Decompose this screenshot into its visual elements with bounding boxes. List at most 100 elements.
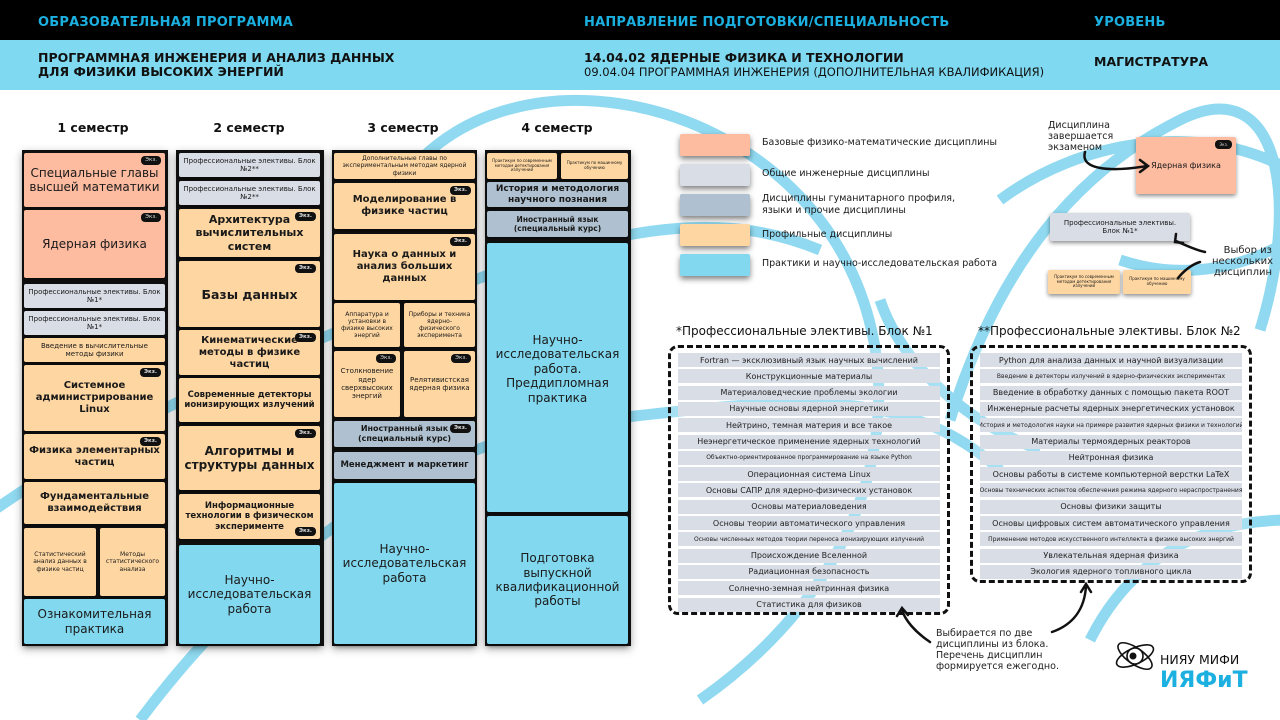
direction-main: 14.04.02 ЯДЕРНЫЕ ФИЗИКА И ТЕХНОЛОГИИ [584, 50, 904, 65]
course-name: Иностранный язык (специальный курс) [513, 215, 602, 233]
course-card: Ознакомительная практика [24, 599, 165, 644]
legend-label: Дисциплины гуманитарного профиля, языки … [762, 193, 956, 216]
course-card: Современные детекторы ионизирующих излуч… [179, 378, 320, 422]
course-name: Иностранный язык (специальный курс) [357, 424, 452, 443]
course-name: История и методология научного познания [495, 183, 620, 205]
program-label: ОБРАЗОВАТЕЛЬНАЯ ПРОГРАММА [38, 15, 294, 30]
course-name: Релятивистская ядерная физика [409, 375, 470, 392]
course-card: Физика элементарных частиц Экз. [24, 434, 165, 479]
course-name: Статистический анализ данных в физике ча… [33, 551, 87, 573]
course-card: Дополнительные главы по экспериментальны… [334, 153, 475, 179]
exam-badge: Экз. [1215, 140, 1232, 149]
electives-block-1: Fortran — эксклюзивный язык научных вычи… [668, 345, 950, 615]
legend-label: Практики и научно-исследовательская рабо… [762, 258, 998, 269]
elective-item: Научные основы ядерной энергетики [678, 401, 940, 416]
course-card: Кинематические методы в физике частиц Эк… [179, 330, 320, 375]
course-card: Практикум по современным методам детекти… [487, 153, 557, 179]
course-card: Научно-исследовательская работа. Преддип… [487, 243, 628, 512]
course-name: Практикум по машинному обучению [1129, 276, 1185, 286]
course-card: Профессиональные элективы. Блок №1* [24, 284, 165, 308]
choice-example-card: Профессиональные элективы. Блок №1* [1050, 213, 1190, 241]
elective-item: Увлекательная ядерная физика [980, 548, 1242, 563]
course-card: Профессиональные элективы. Блок №2** [179, 153, 320, 177]
course-name: Базы данных [201, 286, 298, 302]
semester-3-title: 3 семестр [367, 120, 439, 135]
course-name: Профессиональные элективы. Блок №1* [28, 287, 161, 304]
elective-item: Нейтронная физика [980, 450, 1242, 465]
elective-item: Нейтрино, темная материя и все такое [678, 418, 940, 433]
elective-item: Основы теории автоматического управления [678, 516, 940, 530]
elective-item: Fortran — эксклюзивный язык научных вычи… [678, 353, 940, 367]
course-name: Научно-исследовательская работа [187, 572, 312, 616]
choice-small-card: Практикум по современным методам детекти… [1048, 270, 1120, 294]
course-name: Дополнительные главы по экспериментальны… [342, 155, 467, 177]
elective-item: Объектно-ориентированное программировани… [678, 450, 940, 465]
logo-university-name: НИЯУ МИФИ [1160, 652, 1240, 667]
elective-item: Введение в обработку данных с помощью па… [980, 385, 1242, 400]
course-card: Архитектура вычислительных систем Экз. [179, 209, 320, 257]
choice-explanation-note: Выбор из нескольких дисциплин [1212, 245, 1274, 278]
course-name: Приборы и техника ядерно-физического экс… [408, 310, 471, 340]
course-card: Приборы и техника ядерно-физического экс… [404, 303, 475, 347]
course-card: Иностранный язык (специальный курс) [487, 211, 628, 237]
course-card: Наука о данных и анализ больших данных Э… [334, 234, 475, 300]
course-card: Столкновение ядер сверхвысоких энергий Э… [334, 351, 400, 417]
legend-label: Базовые физико-математические дисциплины [762, 137, 997, 148]
course-name: Ядерная физика [1151, 160, 1221, 170]
course-name: Подготовка выпускной квалификационной ра… [495, 551, 620, 609]
elective-item: Введение в детекторы излучений в ядерно-… [980, 369, 1242, 384]
elective-item: Конструкционные материалы [678, 369, 940, 384]
atom-logo-icon [1115, 641, 1155, 671]
level-label: УРОВЕНЬ [1094, 15, 1166, 30]
course-card: Профессиональные элективы. Блок №2** [179, 181, 320, 205]
semester-1-column: Специальные главы высшей математики Экз.… [22, 150, 168, 646]
elective-item: Основы физики защиты [980, 499, 1242, 514]
header-values-bar: ПРОГРАММНАЯ ИНЖЕНЕРИЯ И АНАЛИЗ ДАННЫХ ДЛ… [0, 40, 1280, 90]
course-name: Профессиональные элективы. Блок №1* [1063, 218, 1177, 235]
exam-badge: Экз. [141, 156, 161, 165]
legend-swatch-engineering [680, 164, 750, 186]
course-card: Иностранный язык (специальный курс) Экз. [334, 421, 475, 447]
elective-item: Материаловедческие проблемы экологии [678, 385, 940, 400]
electives-selection-note: Выбирается по две дисциплины из блока. П… [936, 628, 1059, 672]
course-name: Моделирование в физике частиц [352, 194, 457, 217]
choice-small-card: Практикум по машинному обучению [1123, 270, 1191, 294]
course-card: Менеджмент и маркетинг [334, 452, 475, 479]
level-value: МАГИСТРАТУРА [1094, 54, 1209, 69]
exam-badge: Экз. [294, 527, 316, 536]
direction-label: НАПРАВЛЕНИЕ ПОДГОТОВКИ/СПЕЦИАЛЬНОСТЬ [584, 15, 950, 30]
course-card: Релятивистская ядерная физика Экз. [404, 351, 475, 417]
elective-item: Солнечно-земная нейтринная физика [678, 581, 940, 596]
course-name: Современные детекторы ионизирующих излуч… [184, 389, 315, 410]
elective-item: Основы технических аспектов обеспечения … [980, 483, 1242, 498]
course-card: Методы статистического анализа [100, 528, 165, 596]
elective-item: Экология ядерного топливного цикла [980, 564, 1242, 579]
elective-item: История и методология науки на примере р… [980, 418, 1242, 433]
legend-swatch-base [680, 134, 750, 156]
course-name: Столкновение ядер сверхвысоких энергий [340, 367, 394, 401]
elective-item: Основы численных методов теории переноса… [678, 532, 940, 547]
elective-item: Основы работы в системе компьютерной вер… [980, 467, 1242, 482]
semester-2-column: Профессиональные элективы. Блок №2** Про… [176, 150, 324, 646]
course-name: Практикум по машинному обучению [566, 160, 623, 170]
elective-item: Материалы термоядерных реакторов [980, 434, 1242, 449]
exam-explanation-note: Дисциплина завершается экзаменом [1048, 120, 1114, 153]
legend-label: Профильные дисциплины [762, 229, 893, 240]
course-name: Профессиональные элективы. Блок №1* [28, 314, 161, 331]
course-card: Практикум по машинному обучению [561, 153, 628, 179]
elective-item: Инженерные расчеты ядерных энергетически… [980, 401, 1242, 416]
course-name: Наука о данных и анализ больших данных [352, 249, 457, 284]
semester-3-column: Дополнительные главы по экспериментальны… [332, 150, 477, 646]
electives-block-1-title: *Профессиональные элективы. Блок №1 [676, 324, 933, 338]
exam-badge: Экз. [376, 354, 396, 363]
elective-item: Неэнергетическое применение ядерных техн… [678, 434, 940, 449]
elective-item: Основы цифровых систем автоматического у… [980, 516, 1242, 530]
exam-badge: Экз. [294, 212, 316, 221]
course-card: Информационные технологии в физическом э… [179, 494, 320, 539]
course-name: Архитектура вычислительных систем [195, 213, 304, 253]
program-name-line1: ПРОГРАММНАЯ ИНЖЕНЕРИЯ И АНАЛИЗ ДАННЫХ [38, 50, 395, 65]
electives-block-2-title: **Профессиональные элективы. Блок №2 [978, 324, 1241, 338]
exam-badge: Экз. [139, 368, 161, 377]
exam-badge: Экз. [294, 333, 316, 342]
course-name: Кинематические методы в физике частиц [198, 334, 301, 370]
